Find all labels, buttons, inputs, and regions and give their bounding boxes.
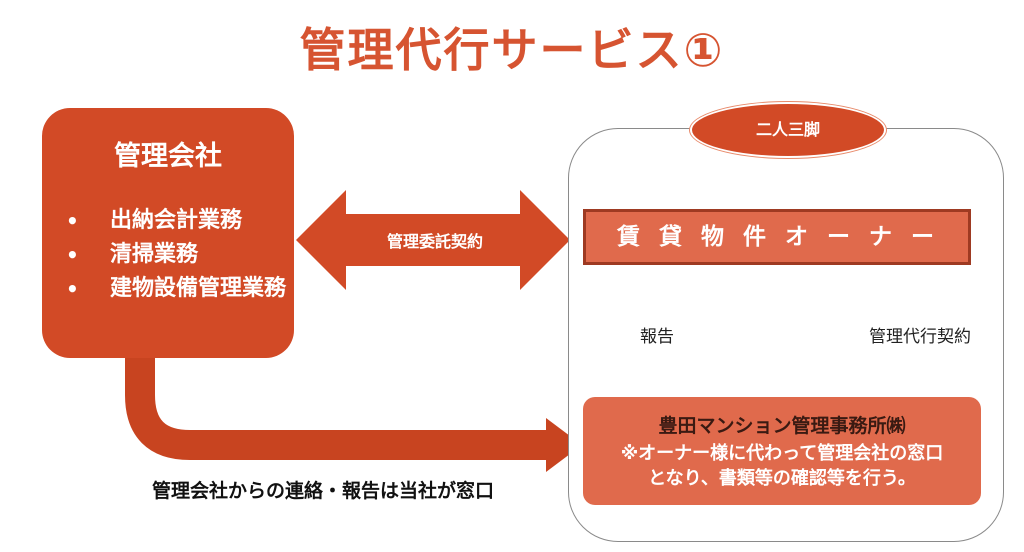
contract-arrow-label: 管理委託契約 xyxy=(386,232,483,251)
office-box: 豊田マンション管理事務所㈱ ※オーナー様に代わって管理会社の窓口 となり、書類等… xyxy=(583,397,981,505)
office-note-line: となり、書類等の確認等を行う。 xyxy=(648,468,916,489)
l-arrow-head xyxy=(546,418,582,472)
l-arrow-to-office xyxy=(125,352,548,460)
duty-item: 出納会計業務 xyxy=(64,204,290,238)
management-company-title: 管理会社 xyxy=(114,141,222,172)
agency-contract-label: 管理代行契約 xyxy=(869,327,971,347)
report-label: 報告 xyxy=(640,327,674,347)
footer-note: 管理会社からの連絡・報告は当社が窓口 xyxy=(152,480,495,502)
duty-item: 建物設備管理業務 xyxy=(64,272,290,306)
page-title: 管理代行サービス① xyxy=(299,23,725,77)
owner-box: 賃貸物件オーナー xyxy=(583,209,971,265)
management-company-box: 管理会社 出納会計業務 清掃業務 建物設備管理業務 xyxy=(42,108,294,358)
duty-item: 清掃業務 xyxy=(64,238,290,272)
duties-list: 出納会計業務 清掃業務 建物設備管理業務 xyxy=(64,204,290,306)
partnership-badge: 二人三脚 xyxy=(690,102,886,158)
office-title: 豊田マンション管理事務所㈱ xyxy=(658,415,906,437)
office-note: ※オーナー様に代わって管理会社の窓口 となり、書類等の確認等を行う。 xyxy=(583,441,981,491)
office-note-line: ※オーナー様に代わって管理会社の窓口 xyxy=(620,443,944,464)
double-arrow-contract xyxy=(296,190,570,290)
